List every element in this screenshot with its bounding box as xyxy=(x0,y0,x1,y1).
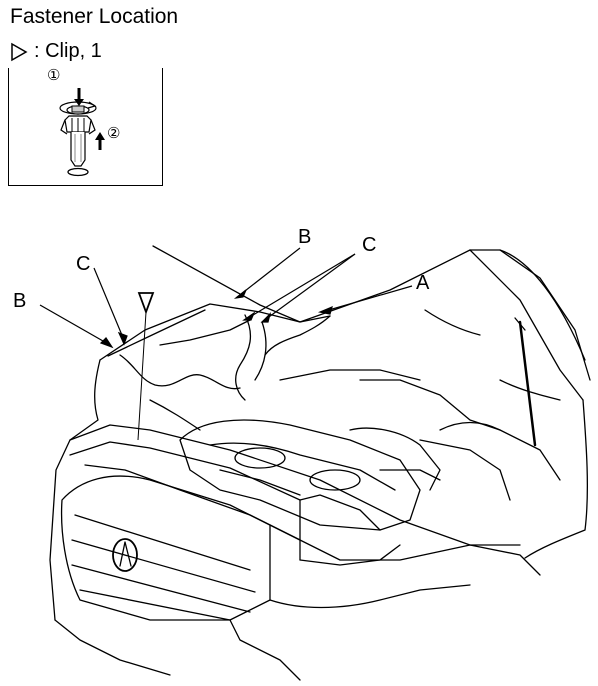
triangle-marker-icon xyxy=(11,42,28,61)
legend-label: : Clip, 1 xyxy=(34,40,102,62)
callout-c-left: C xyxy=(76,253,91,275)
clip-fastener-icon xyxy=(59,88,105,177)
step-two-label: ② xyxy=(107,124,121,142)
callout-b-top: B xyxy=(298,226,312,248)
left-fender xyxy=(49,359,101,621)
clip-inset-box: ① ② xyxy=(8,66,163,186)
callout-b-left: B xyxy=(13,290,27,312)
clip-location-marker-icon xyxy=(137,292,155,315)
emblem xyxy=(112,538,138,572)
right-fender xyxy=(524,399,589,559)
engine-cover xyxy=(179,419,421,531)
grille xyxy=(60,475,271,621)
legend: : Clip, 1 xyxy=(10,40,102,63)
front-panel xyxy=(69,424,521,546)
callout-c-top: C xyxy=(362,234,377,256)
callout-a: A xyxy=(416,272,430,294)
page-title: Fastener Location xyxy=(10,5,179,28)
step-one-label: ① xyxy=(47,66,61,84)
